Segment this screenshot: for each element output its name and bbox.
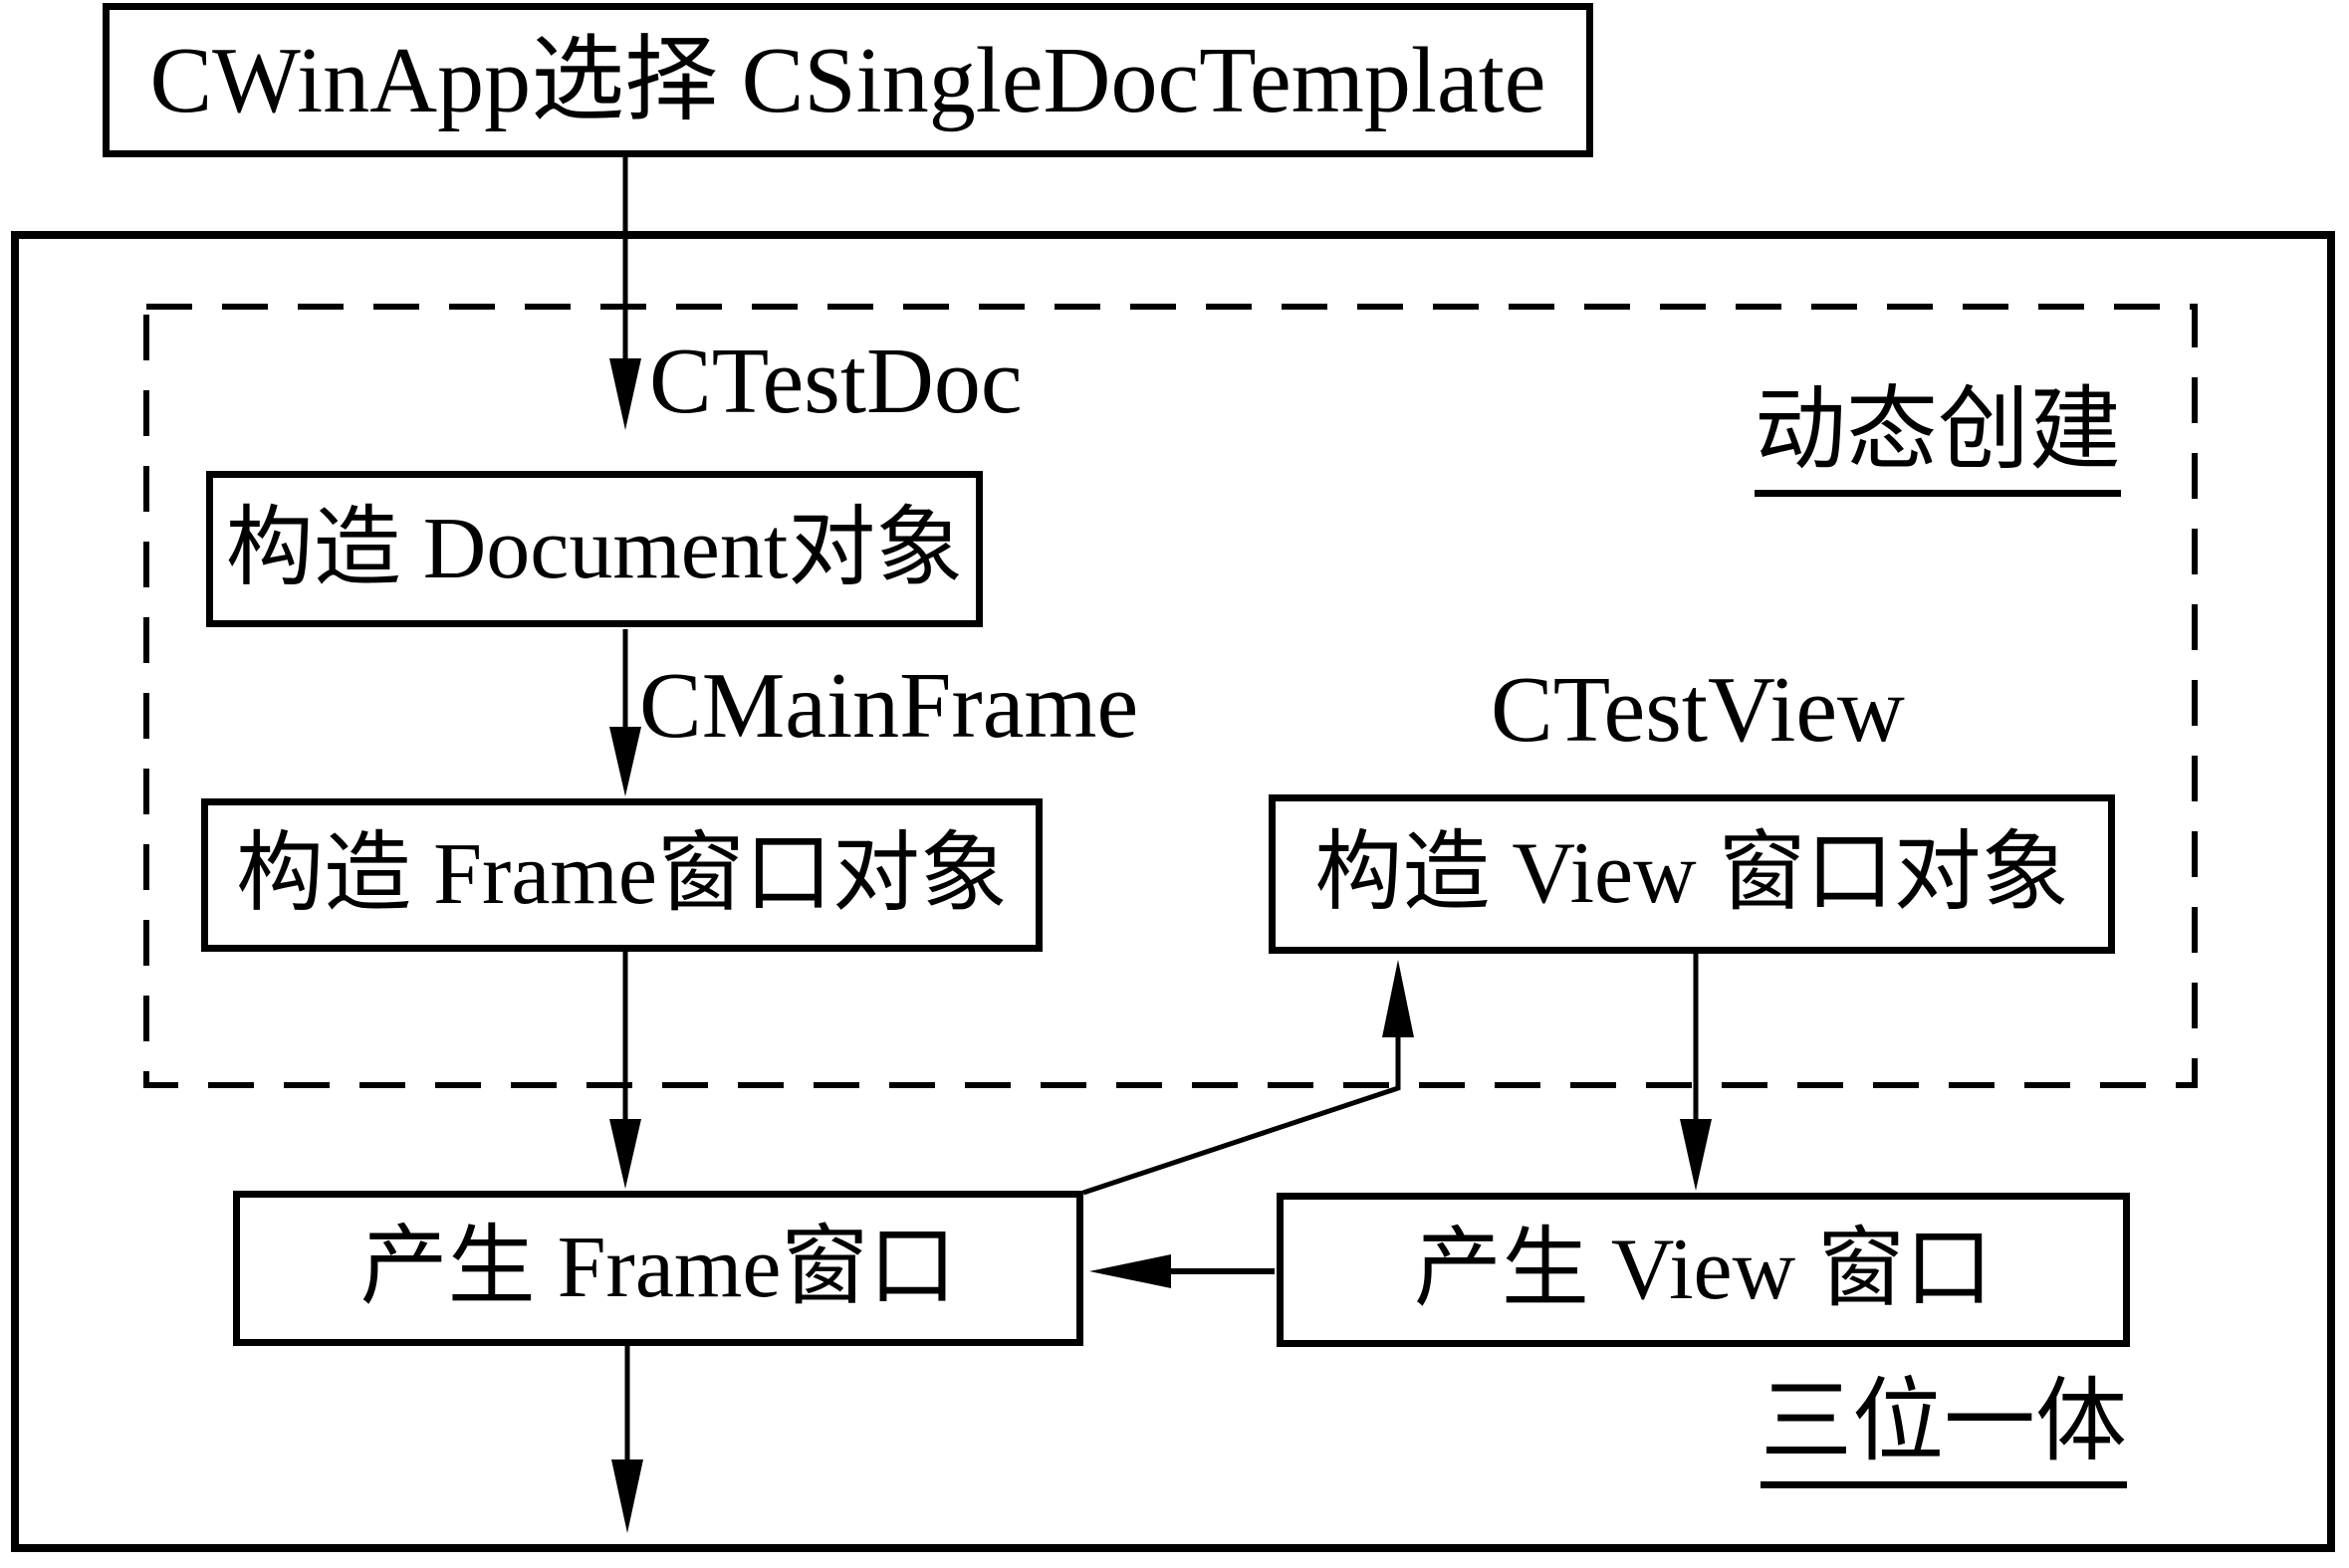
label-dynamic-creation: 动态创建 bbox=[1755, 384, 2122, 497]
box-construct-document: 构造 Document对象 bbox=[206, 471, 983, 627]
arrow-view-to-createview-head bbox=[1680, 1119, 1712, 1191]
label-trinity: 三位一体 bbox=[1761, 1376, 2128, 1488]
box-construct-frame: 构造 Frame窗口对象 bbox=[201, 798, 1043, 952]
arrow-title-to-document-head bbox=[609, 358, 641, 430]
outer-region-border bbox=[11, 231, 2335, 1552]
box-construct-frame-label: 构造 Frame窗口对象 bbox=[236, 826, 1008, 923]
arrow-createframe-to-view-head bbox=[1382, 960, 1414, 1037]
box-construct-document-label: 构造 Document对象 bbox=[225, 500, 964, 597]
label-ctestview: CTestView bbox=[1491, 658, 1905, 762]
box-title-cwinapp: CWinApp选择 CSingleDocTemplate bbox=[103, 3, 1593, 157]
box-create-frame: 产生 Frame窗口 bbox=[233, 1191, 1083, 1346]
box-construct-view: 构造 View 窗口对象 bbox=[1269, 794, 2115, 954]
box-title-cwinapp-label: CWinApp选择 CSingleDocTemplate bbox=[149, 28, 1546, 132]
label-cmainframe: CMainFrame bbox=[639, 654, 1139, 758]
arrow-frame-to-createframe-head bbox=[609, 1119, 641, 1189]
arrow-createframe-to-view-line bbox=[1082, 1035, 1401, 1196]
arrow-createview-to-createframe-head bbox=[1089, 1254, 1171, 1288]
box-construct-view-label: 构造 View 窗口对象 bbox=[1314, 825, 2069, 922]
arrow-document-to-frame-head bbox=[609, 727, 641, 796]
box-create-view: 产生 View 窗口 bbox=[1277, 1193, 2130, 1347]
box-create-view-label: 产生 View 窗口 bbox=[1413, 1221, 1994, 1318]
dynamic-creation-dashed-border bbox=[143, 304, 2198, 1088]
label-ctestdoc: CTestDoc bbox=[649, 330, 1023, 433]
box-create-frame-label: 产生 Frame窗口 bbox=[359, 1220, 957, 1316]
arrow-createframe-down-head bbox=[611, 1459, 643, 1533]
